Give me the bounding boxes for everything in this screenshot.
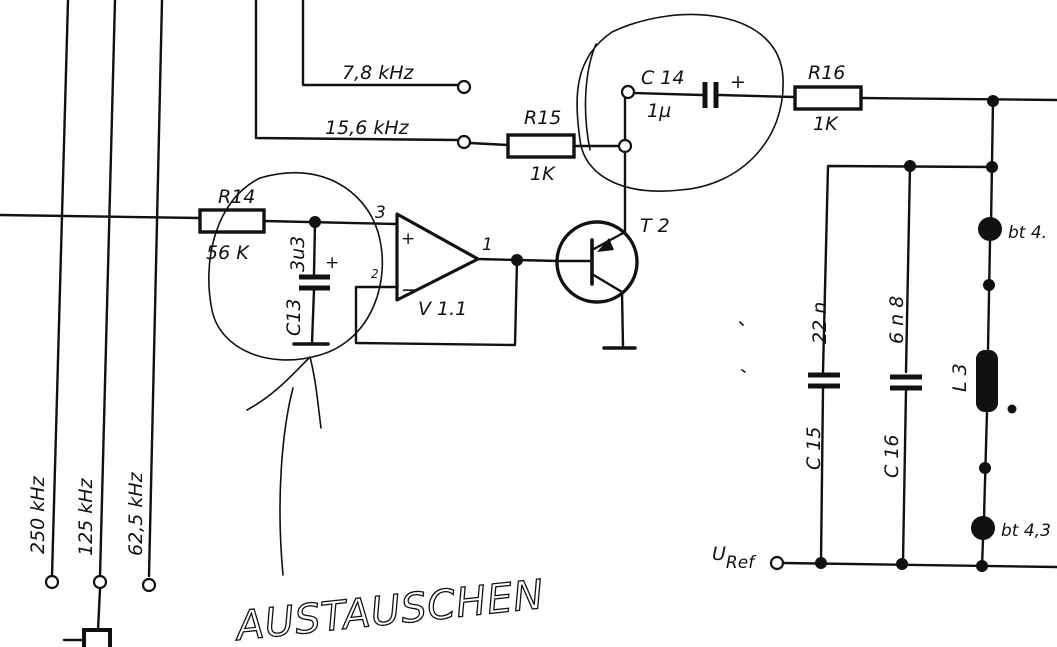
- left-frequency-wires: [50, 0, 164, 632]
- label-v1-1: V 1.1: [418, 298, 467, 320]
- hand-circle-c13: [208, 171, 384, 361]
- resistor-r14: [198, 208, 266, 234]
- label-c16: C 16: [881, 435, 903, 478]
- terminal-250khz: [44, 574, 60, 590]
- label-15-6khz: 15,6 kHz: [325, 117, 410, 139]
- label-r16: R16: [808, 62, 845, 84]
- terminal-uref: [769, 555, 785, 571]
- node-uref-c16: [896, 558, 908, 570]
- opamp-plus: +: [401, 229, 415, 249]
- label-250khz: 250 kHz: [27, 475, 49, 554]
- label-pin-3: 3: [375, 203, 386, 223]
- stray-mark-2: [741, 369, 746, 373]
- label-c13: C13: [283, 299, 305, 336]
- label-l3: L 3: [949, 363, 971, 392]
- label-r14: R14: [218, 186, 255, 208]
- label-c16-value: 6 n 8: [886, 296, 908, 344]
- c13-plus: +: [325, 253, 339, 273]
- label-62-5khz: 62,5 kHz: [125, 471, 147, 556]
- terminal-15-6khz: [456, 134, 472, 150]
- terminal-62-5khz: [141, 577, 157, 593]
- opamp-minus: −: [401, 279, 417, 301]
- transistor-t2: [555, 220, 639, 304]
- label-c15-value: 22 n: [809, 302, 831, 344]
- label-r14-value: 56 K: [206, 242, 250, 264]
- label-pin-1: 1: [482, 235, 493, 255]
- label-c15: C 15: [803, 427, 825, 470]
- label-c14: C 14: [641, 67, 684, 89]
- terminal-7-8khz: [456, 79, 472, 95]
- label-bt-top: bt 4.: [1008, 223, 1047, 243]
- label-bt-bottom: bt 4,3: [1001, 521, 1051, 541]
- label-c13-value: 3u3: [287, 236, 309, 272]
- label-r15: R15: [524, 107, 561, 129]
- terminal-125khz: [92, 574, 108, 590]
- label-r16-value: 1K: [813, 113, 839, 135]
- handwritten-note: AUSTAUSCHEN: [231, 572, 546, 647]
- stray-mark-1: [739, 321, 744, 326]
- c14-plus: +: [730, 71, 746, 93]
- pad-bt4-top: [978, 217, 1002, 241]
- pad-bt4-bottom: [971, 516, 995, 540]
- opamp-v1-1: [395, 212, 480, 302]
- node-collector-top: [617, 138, 633, 154]
- hand-circle-c14: [576, 13, 784, 192]
- resistor-r16: [793, 85, 863, 111]
- partial-component-bottom: [62, 628, 112, 647]
- node-coil-upper: [983, 279, 995, 291]
- wire-7-8khz: [301, 0, 460, 87]
- node-c14-left: [620, 84, 636, 100]
- node-coil-lower: [979, 462, 991, 474]
- inductor-l3: [976, 350, 998, 412]
- coil-marker-dot: [1007, 404, 1017, 414]
- node-uref-coil: [976, 560, 988, 572]
- label-c14-value: 1µ: [647, 100, 671, 122]
- label-7-8khz: 7,8 kHz: [342, 62, 415, 84]
- label-r15-value: 1K: [530, 163, 556, 185]
- wire-15-6khz: [254, 0, 460, 142]
- transistor-emitter-arrow: [597, 238, 614, 252]
- label-pin-2: 2: [371, 267, 379, 281]
- label-t2: T 2: [640, 215, 670, 237]
- label-125khz: 125 kHz: [75, 477, 97, 556]
- label-uref: URef: [712, 543, 757, 573]
- hand-pointer-line: [246, 356, 322, 576]
- resistor-r15: [506, 133, 576, 159]
- node-uref-c15: [815, 557, 827, 569]
